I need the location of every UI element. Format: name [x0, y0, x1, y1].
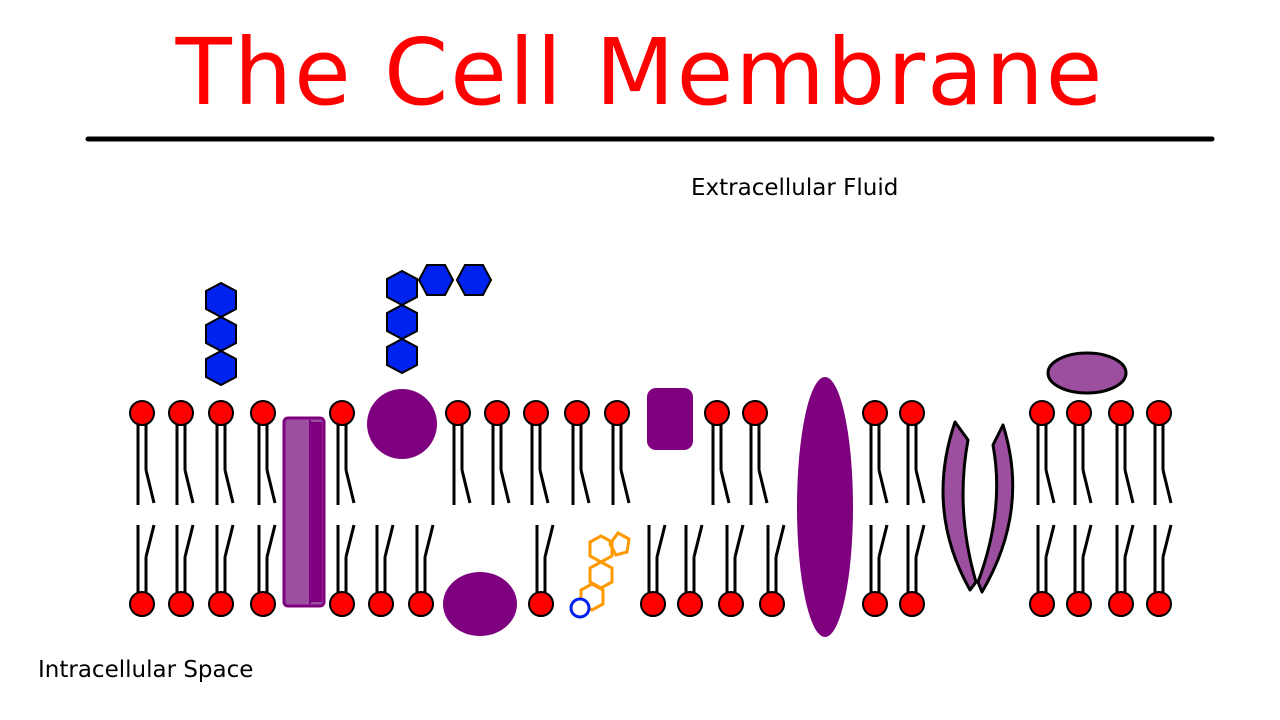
fatty-acid-tail — [1081, 469, 1093, 504]
phosphate-head — [640, 591, 666, 617]
phosphate-head — [862, 400, 888, 426]
fatty-acid-tail — [265, 524, 277, 558]
fatty-acid-tail — [183, 469, 195, 504]
glycolipid-carbohydrate-chain — [205, 281, 237, 387]
phosphate-head — [445, 400, 471, 426]
glycoprotein-carbohydrate-chain — [386, 264, 493, 375]
phosphate-head — [168, 591, 194, 617]
fatty-acid-tail — [183, 524, 195, 558]
fatty-acid-tail — [733, 524, 745, 558]
fatty-acid-tail — [619, 469, 631, 504]
phosphate-head — [523, 400, 549, 426]
fatty-acid-tail — [1044, 469, 1056, 504]
fatty-acid-tail — [1161, 469, 1173, 504]
fatty-acid-tail — [499, 469, 511, 504]
phosphate-head — [862, 591, 888, 617]
phosphate-head — [484, 400, 510, 426]
fatty-acid-tail — [383, 524, 395, 558]
fatty-acid-tail — [344, 524, 356, 558]
channel-protein — [941, 420, 1015, 594]
extracellular-fluid-label: Extracellular Fluid — [691, 175, 899, 201]
peripheral-protein-inner — [443, 572, 517, 636]
phosphate-head — [742, 400, 768, 426]
fatty-acid-tail — [877, 524, 889, 558]
intracellular-space-label: Intracellular Space — [38, 657, 254, 683]
peripheral-protein-top-oval — [1046, 351, 1128, 395]
fatty-acid-tail — [1081, 524, 1093, 558]
fatty-acid-tail — [579, 469, 591, 504]
phosphate-head — [604, 400, 630, 426]
phosphate-head — [1066, 400, 1092, 426]
phosphate-head — [1108, 591, 1134, 617]
fatty-acid-tail — [223, 469, 235, 504]
phosphate-head — [899, 591, 925, 617]
fatty-acid-tail — [460, 469, 472, 504]
phosphate-head — [1146, 591, 1172, 617]
phosphate-head — [129, 400, 155, 426]
cholesterol-molecule — [579, 531, 631, 612]
phosphate-head — [704, 400, 730, 426]
page-title: The Cell Membrane — [175, 19, 1105, 126]
phosphate-head — [1066, 591, 1092, 617]
phospholipid-bilayer — [129, 400, 1173, 617]
transmembrane-protein-oval — [797, 377, 853, 637]
phosphate-head — [1029, 591, 1055, 617]
phosphate-head — [564, 400, 590, 426]
fatty-acid-tail — [344, 469, 356, 504]
cholesterol-hydroxyl-group — [569, 597, 591, 619]
phosphate-head — [1146, 400, 1172, 426]
fatty-acid-tail — [914, 469, 926, 504]
phosphate-head — [250, 400, 276, 426]
fatty-acid-tail — [1123, 524, 1135, 558]
fatty-acid-tail — [1161, 524, 1173, 558]
fatty-acid-tail — [877, 469, 889, 504]
phosphate-head — [1029, 400, 1055, 426]
fatty-acid-tail — [265, 469, 277, 504]
fatty-acid-tail — [538, 469, 550, 504]
fatty-acid-tail — [144, 469, 156, 504]
phosphate-head — [329, 400, 355, 426]
phosphate-head — [129, 591, 155, 617]
phosphate-head — [329, 591, 355, 617]
fatty-acid-tail — [655, 524, 667, 558]
phosphate-head — [677, 591, 703, 617]
phosphate-head — [408, 591, 434, 617]
phosphate-head — [718, 591, 744, 617]
fatty-acid-tail — [423, 524, 435, 558]
peripheral-protein-round — [367, 389, 437, 459]
fatty-acid-tail — [692, 524, 704, 558]
fatty-acid-tail — [719, 469, 731, 504]
phosphate-head — [250, 591, 276, 617]
fatty-acid-tail — [914, 524, 926, 558]
fatty-acid-tail — [543, 524, 555, 558]
phosphate-head — [368, 591, 394, 617]
phosphate-head — [208, 591, 234, 617]
integral-protein-cylinder — [282, 416, 326, 608]
phosphate-head — [899, 400, 925, 426]
fatty-acid-tail — [1044, 524, 1056, 558]
phosphate-head — [1108, 400, 1134, 426]
fatty-acid-tail — [223, 524, 235, 558]
phosphate-head — [168, 400, 194, 426]
fatty-acid-tail — [774, 524, 786, 558]
fatty-acid-tail — [1123, 469, 1135, 504]
peripheral-protein-square — [647, 388, 693, 450]
fatty-acid-tail — [144, 524, 156, 558]
phosphate-head — [208, 400, 234, 426]
phosphate-head — [528, 591, 554, 617]
phosphate-head — [759, 591, 785, 617]
fatty-acid-tail — [757, 469, 769, 504]
